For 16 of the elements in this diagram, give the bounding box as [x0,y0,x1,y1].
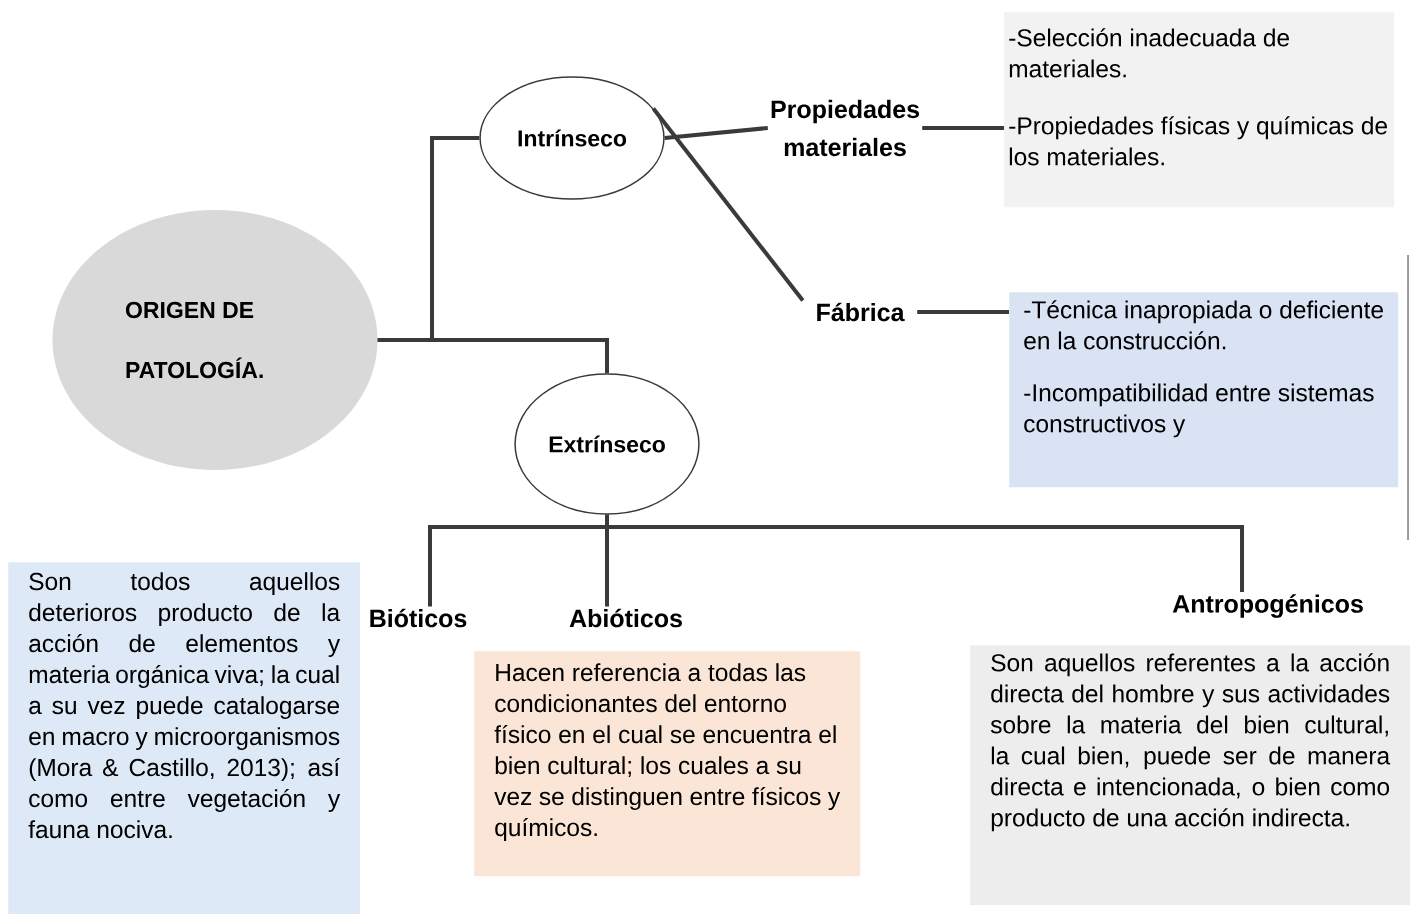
connector-line [377,338,609,374]
text-box: Hacen referencia a todas las condicionantes del entorno físico en el cual se encuentra el bien cultural; los cuales a su vez se distinguen entre físicos y químicos. [474,651,861,877]
text-box: -Técnica inapropiada o deficiente en la construcción. -Incompatibilidad entre sistemas constructivos y [1009,292,1399,488]
category-label: Bióticos [370,608,467,628]
connector-line [917,310,1009,314]
text-box: Son aquellos referentes a la acción directa del hombre y sus actividades sobre la materia del bien cultural, la cual bien, puede ser de manera directa e intencionada, o bien como producto de una acción indirecta. [970,645,1410,906]
category-label: Antropogénicos [1172,594,1363,618]
connector-line [664,126,768,140]
text-box: -Selección inadecuada de materiales. -Propiedades físicas y químicas de los materiales. [1004,12,1395,208]
connector-line [651,107,805,302]
connector-line [922,126,1004,130]
connector-line [605,514,1244,592]
category-label: Propiedades materiales [771,99,920,157]
category-label: Fábrica [817,302,905,322]
category-label: Abióticos [569,608,682,628]
text-box: Son todos aquellos deterioros producto de la acción de elementos y materia orgánica viva; la cual a su vez puede catalogarse en macro y microorganismos (Mora & Castillo, 2013); así como entre vegetación y fauna nociva. [8,562,361,914]
